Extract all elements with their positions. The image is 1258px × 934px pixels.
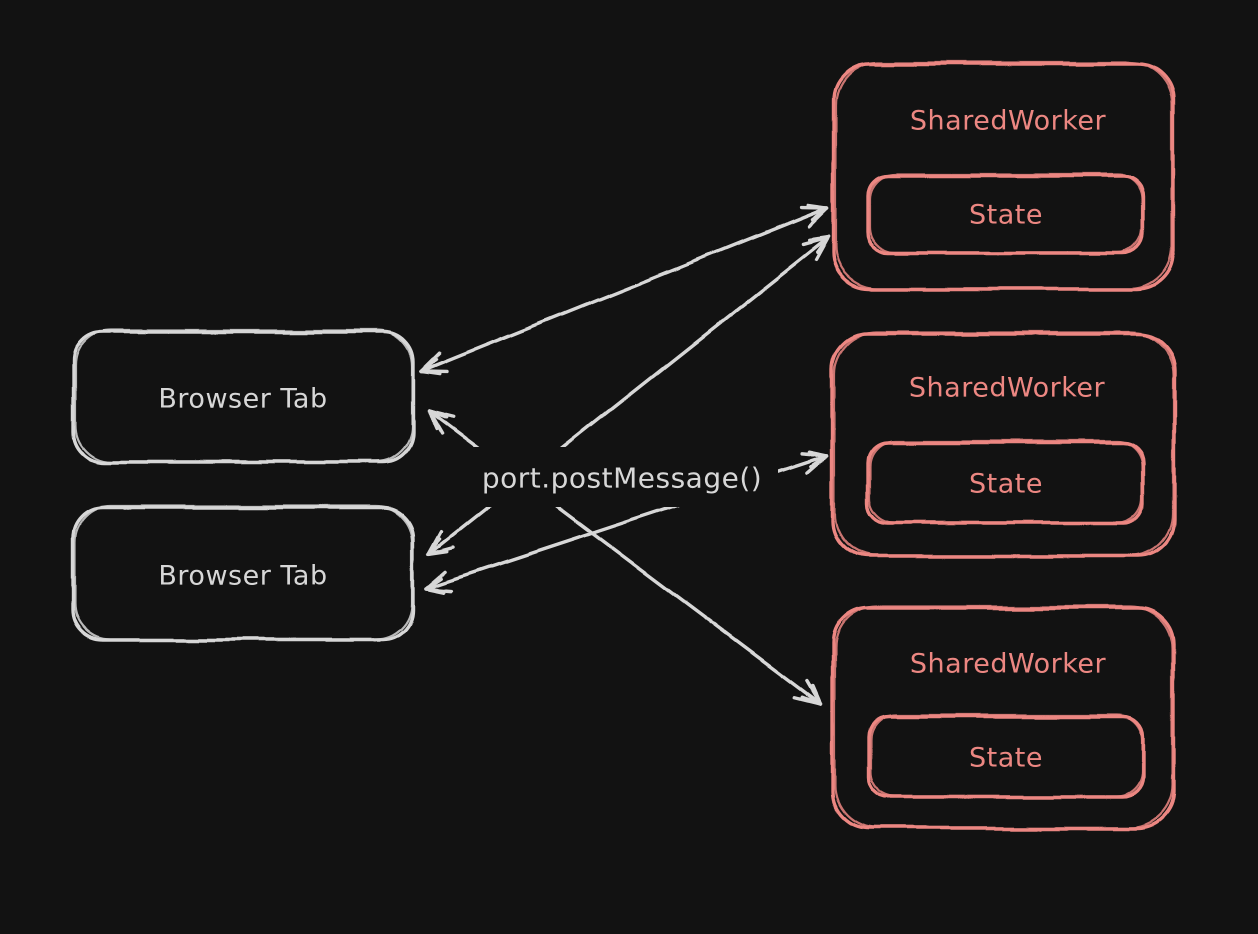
browser-tab-1-label: Browser Tab [158, 384, 327, 415]
shared-worker-3-sketch-stroke [833, 605, 1174, 829]
browser-tab-2-node [71, 505, 415, 642]
arrow-head [806, 203, 829, 222]
arrow-head [800, 684, 822, 706]
browser-tab-1-node [71, 329, 415, 464]
browser-tab-2-sketch-stroke [73, 505, 414, 641]
shared-worker-3-title: SharedWorker [910, 649, 1107, 680]
arrow-head [424, 575, 447, 594]
shared-worker-2-sketch-stroke [833, 331, 1174, 557]
shared-worker-1-state-label: State [969, 200, 1043, 231]
shared-worker-2-state-sketch-stroke [868, 440, 1144, 524]
arrow-head [807, 235, 830, 255]
shared-worker-2-node [830, 331, 1176, 558]
message-label-background [466, 447, 778, 507]
arrow-head [427, 535, 450, 555]
arrow-head [806, 450, 829, 469]
browser-tab-1-sketch-stroke [73, 329, 414, 463]
arrow-head [419, 357, 442, 376]
arrow-line [419, 206, 829, 373]
browser-tab-2-label: Browser Tab [158, 561, 327, 592]
message-label: port.postMessage() [482, 462, 762, 495]
shared-worker-3-state-sketch-stroke [869, 714, 1144, 798]
arrow-head [427, 409, 449, 431]
shared-worker-3-node [830, 605, 1176, 830]
shared-worker-3-state-label: State [969, 743, 1043, 774]
shared-worker-2-title: SharedWorker [909, 373, 1106, 404]
arrow-tab1-worker1 [419, 203, 829, 376]
shared-worker-2-state-label: State [969, 469, 1043, 500]
shared-worker-1-state-sketch-stroke [868, 173, 1144, 254]
shared-worker-1-title: SharedWorker [910, 106, 1107, 137]
shared-worker-1-sketch-stroke [834, 61, 1173, 290]
shared-worker-1-node [831, 61, 1175, 291]
